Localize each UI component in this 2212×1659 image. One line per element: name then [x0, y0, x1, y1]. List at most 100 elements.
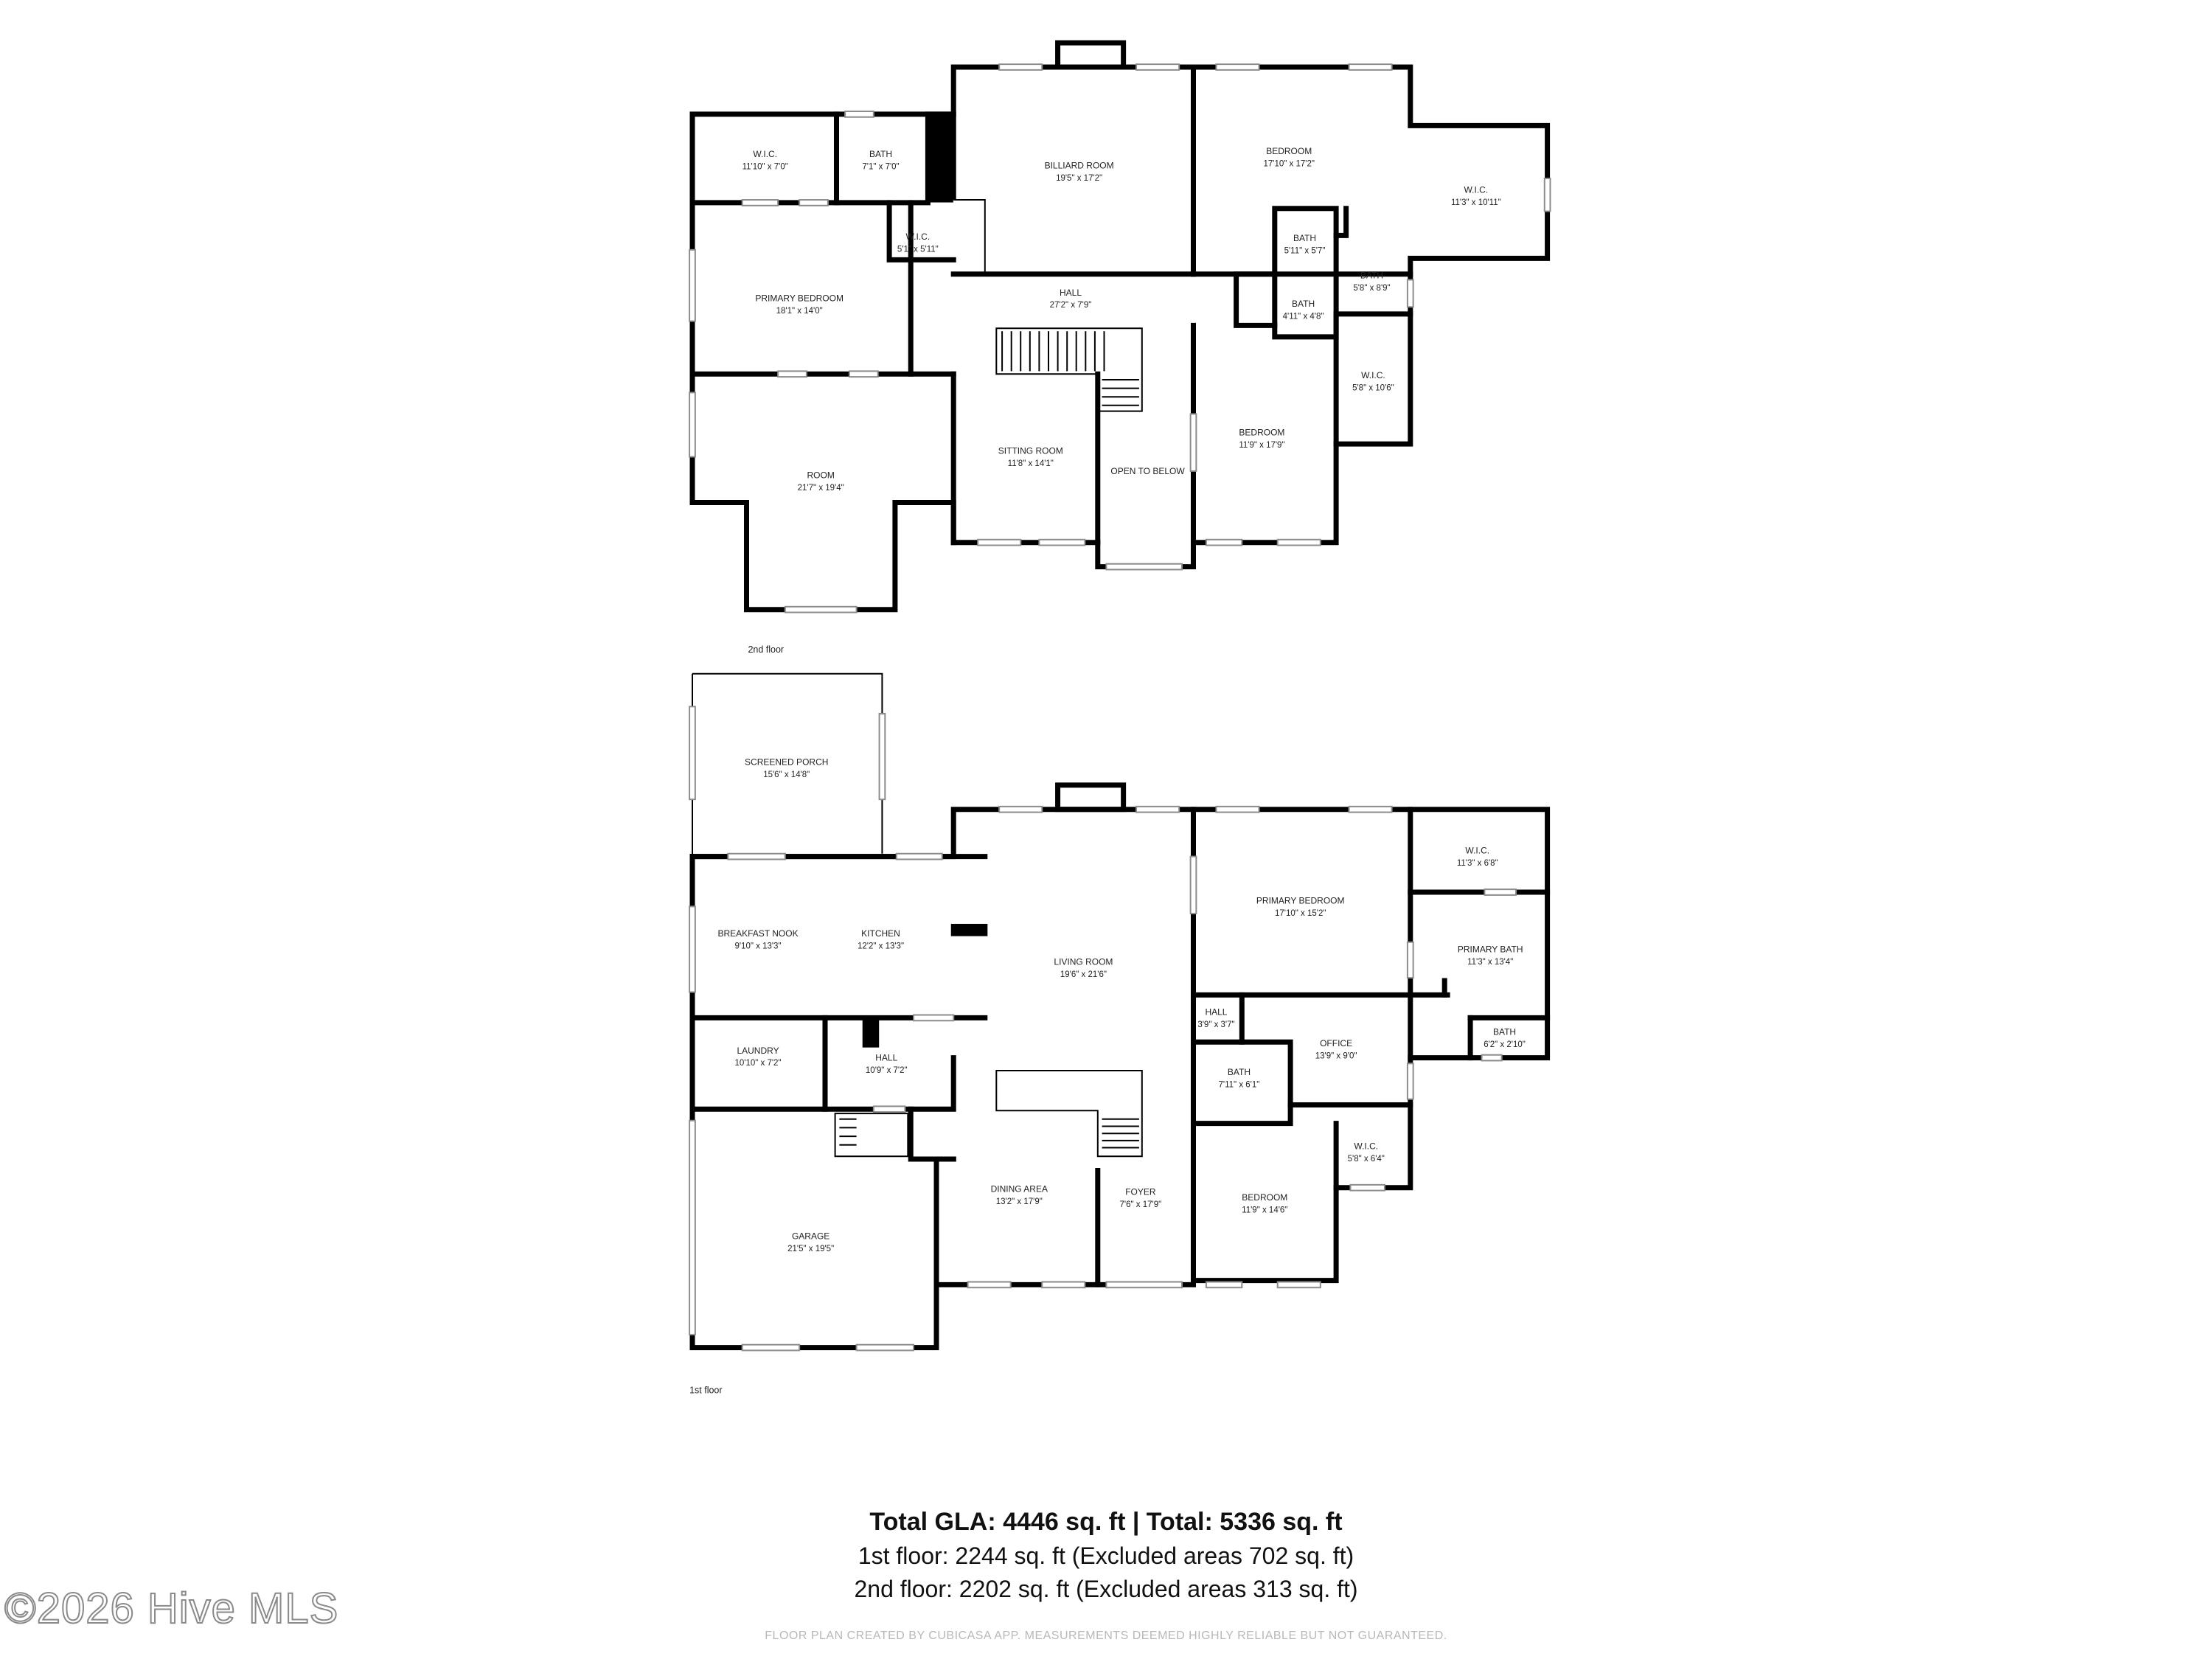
- room-name: BREAKFAST NOOK: [717, 928, 798, 939]
- fireplace-chimney: [1055, 782, 1127, 813]
- window: [1215, 805, 1260, 813]
- window: [998, 63, 1043, 71]
- room-name: BEDROOM: [1239, 427, 1284, 437]
- room-dimensions: 7'11" x 6'1": [1219, 1080, 1260, 1089]
- room-name: PRIMARY BEDROOM: [1256, 895, 1345, 905]
- room-name: BATH: [1228, 1067, 1251, 1077]
- room-label-bedroom: BEDROOM 11'9" x 17'9": [1239, 427, 1284, 449]
- room-dimensions: 4'11" x 4'8": [1283, 313, 1324, 321]
- pillar: [862, 1019, 880, 1048]
- window: [1484, 888, 1517, 896]
- door-frame: [953, 199, 986, 274]
- room-dimensions: 27'2" x 7'9": [1050, 301, 1092, 310]
- room-label-bath: BATH 7'11" x 6'1": [1219, 1067, 1260, 1089]
- window: [977, 538, 1022, 546]
- window: [1105, 1281, 1183, 1289]
- room-name: OPEN TO BELOW: [1110, 466, 1185, 476]
- wall: [886, 200, 956, 262]
- window: [1205, 1281, 1243, 1289]
- room-name: W.I.C.: [1464, 184, 1488, 195]
- window: [1406, 279, 1414, 308]
- first-floor-label: 1st floor: [689, 1385, 722, 1396]
- window: [1105, 563, 1183, 571]
- room-label-hall: HALL 3'9" x 3'7": [1197, 1006, 1234, 1029]
- room-name: HALL: [875, 1052, 897, 1062]
- window: [848, 370, 879, 378]
- room-dimensions: 11'10" x 7'0": [742, 162, 788, 171]
- room-dimensions: 11'9" x 14'6": [1242, 1206, 1287, 1215]
- room-dimensions: 3'9" x 3'7": [1197, 1020, 1234, 1029]
- room-label-garage: GARAGE 21'5" x 19'5": [787, 1231, 834, 1253]
- window: [777, 370, 807, 378]
- room-dimensions: 10'9" x 7'2": [866, 1066, 908, 1075]
- window: [967, 1281, 1012, 1289]
- room-dimensions: 18'1" x 14'0": [776, 307, 823, 316]
- room-dimensions: 7'1" x 7'0": [862, 162, 899, 171]
- room-name: W.I.C.: [906, 232, 931, 242]
- window: [855, 1343, 915, 1352]
- window: [784, 605, 858, 613]
- room-dimensions: 12'2" x 13'3": [858, 942, 904, 950]
- window: [1189, 413, 1197, 472]
- window: [1348, 805, 1393, 813]
- room-dimensions: 5'8" x 10'6": [1352, 383, 1394, 392]
- fireplace-chimney: [1055, 40, 1127, 70]
- window: [689, 248, 696, 322]
- room-name: HALL: [1205, 1006, 1227, 1017]
- room-name: W.I.C.: [1361, 370, 1385, 380]
- window: [741, 199, 779, 206]
- window: [689, 392, 696, 458]
- window: [1406, 1062, 1414, 1100]
- room-label-bath: BATH 6'2" x 2'10": [1484, 1027, 1526, 1049]
- room-dimensions: 9'10" x 13'3": [734, 942, 781, 950]
- room-name: BATH: [1493, 1027, 1516, 1037]
- room-label-w-i-c: W.I.C. 5'8" x 10'6": [1352, 370, 1394, 392]
- wall: [1333, 206, 1349, 238]
- room-dimensions: 5'11" x 5'7": [1284, 247, 1326, 256]
- window: [1348, 63, 1393, 71]
- room-dimensions: 11'3" x 13'4": [1467, 958, 1513, 967]
- room-dimensions: 21'7" x 19'4": [798, 484, 844, 493]
- room-name: KITCHEN: [861, 928, 900, 939]
- window: [741, 1343, 801, 1352]
- room-label-hall: HALL 10'9" x 7'2": [866, 1052, 908, 1074]
- window: [1135, 63, 1180, 71]
- room-name: GARAGE: [792, 1231, 830, 1241]
- room-dimensions: 13'9" x 9'0": [1315, 1052, 1357, 1061]
- room-name: BEDROOM: [1242, 1192, 1287, 1203]
- second-floor-label: 2nd floor: [748, 644, 784, 655]
- room-label-open-to-below: OPEN TO BELOW: [1110, 466, 1185, 476]
- wall: [1272, 206, 1339, 340]
- room-name: BEDROOM: [1266, 146, 1312, 156]
- room-label-w-i-c: W.I.C.5'8" x 6'4": [1348, 1141, 1385, 1163]
- room-dimensions: 17'10" x 15'2": [1275, 909, 1326, 918]
- cubicasa-disclaimer: FLOOR PLAN CREATED BY CUBICASA APP. MEAS…: [765, 1630, 1447, 1642]
- room-name: DINING AREA: [991, 1184, 1048, 1194]
- room-dimensions: 5'1" x 5'11": [897, 246, 939, 254]
- room-dimensions: 11'9" x 17'9": [1239, 441, 1284, 450]
- second-floor-area: 2nd floor: 2202 sq. ft (Excluded areas 3…: [854, 1576, 1358, 1602]
- room-dimensions: 21'5" x 19'5": [787, 1245, 834, 1253]
- wall: [1234, 271, 1278, 328]
- staircase: [995, 1070, 1143, 1158]
- room-name: W.I.C.: [753, 149, 777, 159]
- window: [1543, 178, 1551, 212]
- room-dimensions: 13'2" x 17'9": [996, 1197, 1043, 1206]
- wall: [1191, 1102, 1293, 1127]
- window: [727, 852, 786, 860]
- room-dimensions: 10'10" x 7'2": [734, 1059, 781, 1068]
- room-dimensions: 19'6" x 21'6": [1060, 970, 1107, 979]
- wall: [908, 1106, 956, 1162]
- room-dimensions: 17'10" x 17'2": [1263, 160, 1314, 169]
- window: [998, 805, 1043, 813]
- room-dimensions: 6'2" x 2'10": [1484, 1040, 1526, 1049]
- window: [895, 852, 943, 860]
- window: [1038, 538, 1086, 546]
